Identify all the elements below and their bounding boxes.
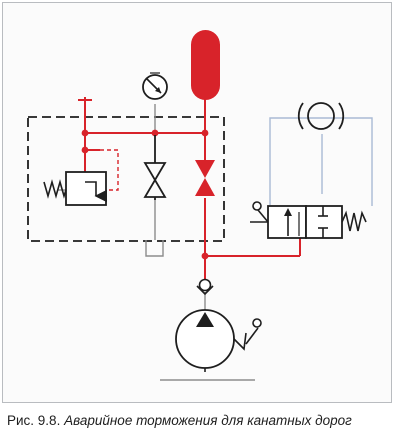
brake-control-line <box>269 117 373 206</box>
valve-block-housing <box>27 116 225 242</box>
junction-dots <box>81 129 209 260</box>
hand-pump-icon <box>175 309 262 372</box>
brake-icon <box>297 102 345 130</box>
shutoff-valve-icon <box>143 135 167 200</box>
two-position-directional-valve-icon <box>250 201 367 239</box>
relief-pilot-line <box>100 149 119 191</box>
hydraulic-accumulator-icon <box>191 30 220 104</box>
pressure-relief-valve-icon <box>43 171 108 206</box>
shutoff-valve-icon <box>195 160 215 196</box>
figure-caption: Рис. 9.8. Аварийное торможения для канат… <box>7 413 352 428</box>
pressure-gauge-icon <box>142 72 168 100</box>
check-valve-icon <box>196 278 214 296</box>
figure-label: Рис. 9.8. <box>7 413 61 428</box>
figure-title: Аварийное торможения для канатных дорог <box>64 413 352 428</box>
